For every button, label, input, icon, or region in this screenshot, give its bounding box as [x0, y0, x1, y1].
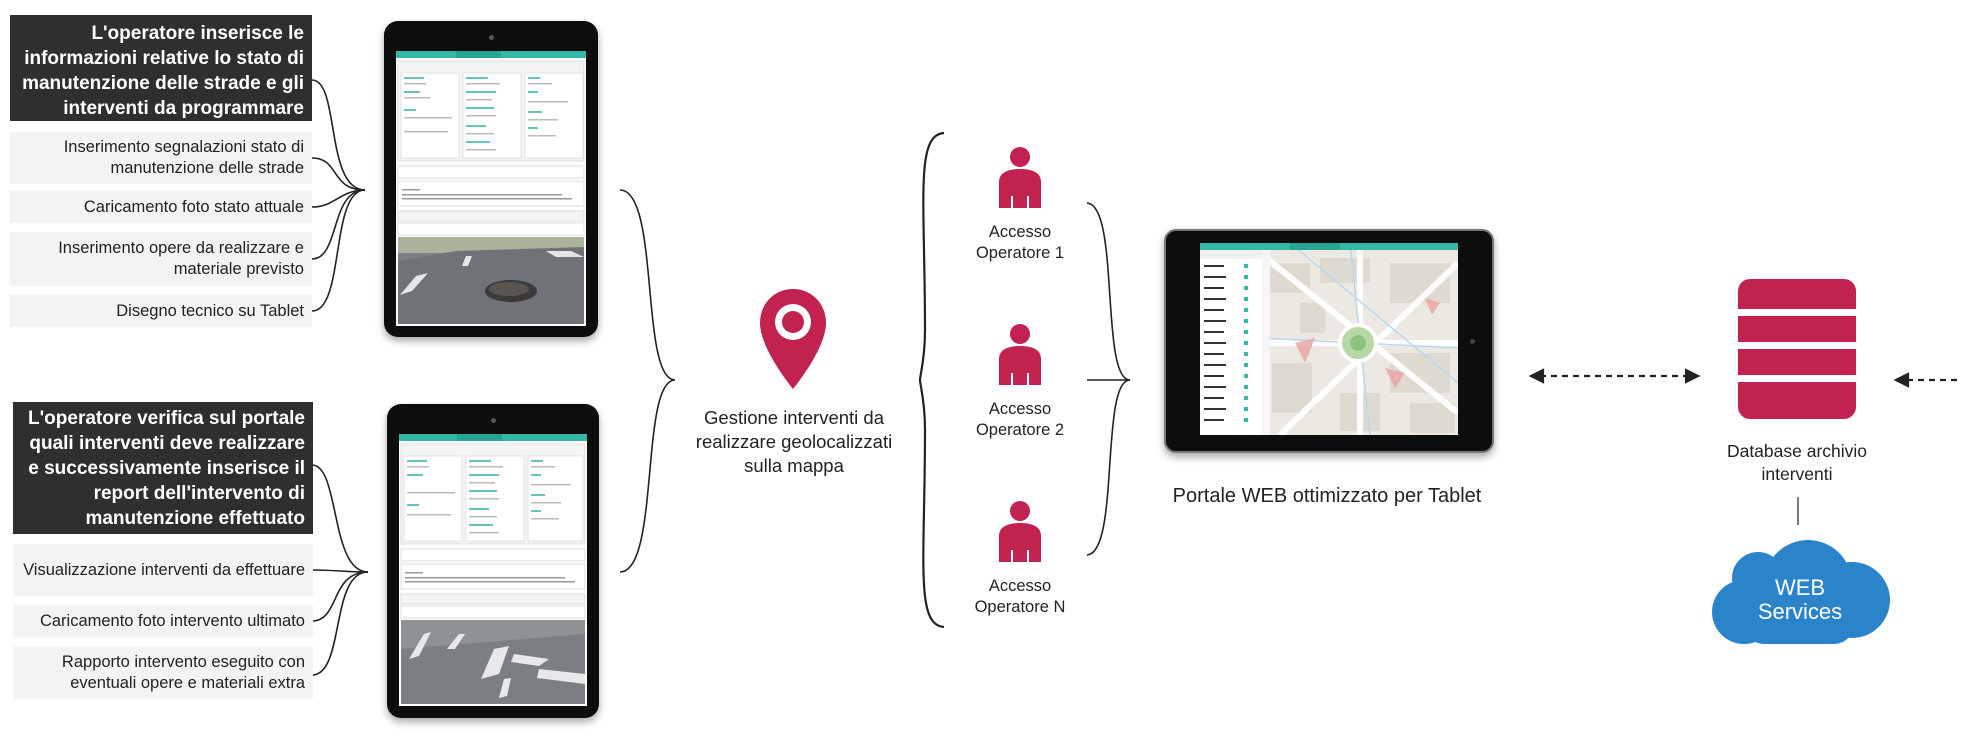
- bottom-item-2-label: Caricamento foto intervento ultimato: [39, 611, 305, 630]
- portal-label: Portale WEB ottimizzato per Tablet: [1172, 485, 1482, 507]
- database-label: Database archivio interventi: [1726, 441, 1868, 484]
- web-services-label: WEB Services: [1757, 575, 1843, 624]
- top-header-text: L'operatore inserisce le informazioni re…: [22, 23, 304, 119]
- operator-2-icon: [995, 323, 1045, 385]
- top-item-4: Disegno tecnico su Tablet: [10, 295, 312, 327]
- connector-operator-1: [1086, 202, 1131, 381]
- operator-n-icon: [995, 500, 1045, 562]
- connector-bottom-item-2: [311, 571, 369, 622]
- tablet-form-bottom: [387, 404, 599, 718]
- top-item-2-label: Caricamento foto stato attuale: [83, 197, 304, 216]
- tablet-screen: [1200, 243, 1458, 435]
- top-item-2: Caricamento foto stato attuale: [10, 191, 312, 223]
- connector-bottom-header: [311, 464, 369, 573]
- connector-bottom-item-3: [311, 571, 369, 676]
- top-item-1-label: Inserimento segnalazioni stato di manute…: [63, 138, 304, 177]
- tablet-screen: [399, 434, 587, 706]
- operator-2-label: Accesso Operatore 2: [975, 400, 1065, 439]
- top-item-1: Inserimento segnalazioni stato di manute…: [10, 132, 312, 184]
- bottom-item-1: Visualizzazione interventi da effettuare: [13, 544, 313, 596]
- brace-tablets: [619, 189, 676, 573]
- bottom-item-3: Rapporto intervento eseguito con eventua…: [13, 647, 313, 699]
- map-pin-icon: [758, 287, 828, 391]
- top-item-4-label: Disegno tecnico su Tablet: [116, 301, 304, 320]
- bottom-header-box: L'operatore verifica sul portale quali i…: [13, 402, 313, 534]
- form-screenshot: [396, 51, 586, 324]
- tablet-portal-map: [1164, 229, 1494, 453]
- tablet-camera: [491, 418, 496, 423]
- map-node-label: Gestione interventi da realizzare geoloc…: [695, 407, 893, 476]
- cloud-icon: [1700, 532, 1896, 644]
- connector-top-item-1: [311, 157, 366, 191]
- tablet-form-top: [384, 21, 598, 337]
- top-item-3: Inserimento opere da realizzare e materi…: [10, 232, 312, 286]
- connector-operator-n: [1086, 379, 1131, 556]
- tablet-screen: [396, 51, 586, 326]
- operator-n-label: Accesso Operatore N: [974, 577, 1066, 616]
- connector-top-header: [311, 79, 366, 191]
- operator-1-icon: [995, 146, 1045, 208]
- arrow-portal-database: [1528, 368, 1701, 384]
- brace-operators: [918, 131, 945, 629]
- connector-top-item-4: [311, 189, 366, 312]
- bottom-header-text: L'operatore verifica sul portale quali i…: [28, 407, 305, 529]
- bottom-item-1-label: Visualizzazione interventi da effettuare: [23, 560, 305, 579]
- bottom-item-2: Caricamento foto intervento ultimato: [13, 605, 313, 637]
- arrow-external-database: [1893, 372, 1962, 388]
- tablet-camera: [1470, 339, 1475, 344]
- tablet-camera: [489, 35, 494, 40]
- connector-top-item-3: [311, 189, 366, 260]
- top-header-box: L'operatore inserisce le informazioni re…: [10, 15, 312, 121]
- operator-1-label: Accesso Operatore 1: [975, 223, 1065, 262]
- form-screenshot: [399, 434, 587, 704]
- bottom-item-3-label: Rapporto intervento eseguito con eventua…: [61, 653, 305, 692]
- top-item-3-label: Inserimento opere da realizzare e materi…: [58, 239, 304, 278]
- map-screenshot: [1200, 243, 1458, 435]
- database-icon: [1738, 279, 1856, 419]
